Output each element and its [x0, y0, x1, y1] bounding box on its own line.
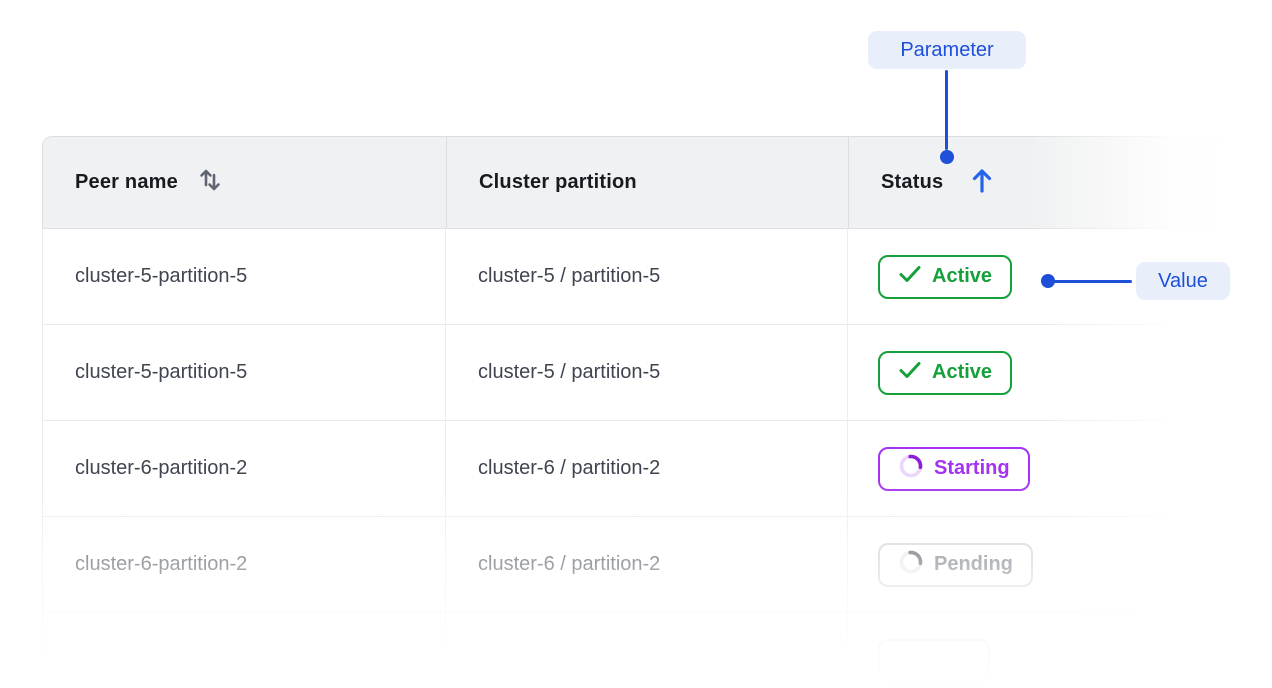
- status-badge-label: Starting: [934, 457, 1010, 479]
- cell-status: Pending: [848, 517, 1272, 612]
- table-header-row: Peer name Cluster partition Status: [42, 136, 1272, 229]
- parameter-connector-line: [945, 70, 948, 150]
- cell-peer-name: cluster-6-partition-2: [43, 517, 446, 612]
- spinner-icon: [898, 453, 924, 485]
- table-row: cluster-6-partition-2 cluster-6 / partit…: [43, 517, 1272, 613]
- cell-cluster-partition: cluster-5 / partition-5: [446, 325, 848, 420]
- status-badge: Active: [878, 350, 1013, 395]
- column-header-status[interactable]: Status: [849, 137, 1272, 228]
- table-row: cluster-5-partition-5 cluster-5 / partit…: [43, 229, 1272, 325]
- column-header-label: Cluster partition: [479, 171, 637, 193]
- parameter-connector-dot: [940, 150, 954, 164]
- table-row: [43, 613, 1272, 688]
- status-badge: [878, 638, 990, 683]
- column-header-cluster-partition[interactable]: Cluster partition: [447, 137, 849, 228]
- status-badge: Pending: [878, 542, 1033, 587]
- spinner-icon: [898, 549, 924, 581]
- table-body: cluster-5-partition-5 cluster-5 / partit…: [42, 229, 1272, 688]
- cell-cluster-partition: cluster-6 / partition-2: [446, 421, 848, 516]
- cell-peer-name: cluster-5-partition-5: [43, 229, 446, 324]
- cell-status: Active: [848, 325, 1272, 420]
- check-icon: [898, 264, 922, 290]
- cell-cluster-partition: cluster-6 / partition-2: [446, 517, 848, 612]
- arrow-up-icon: [969, 164, 995, 202]
- table-row: cluster-5-partition-5 cluster-5 / partit…: [43, 325, 1272, 421]
- parameter-callout-label: Parameter: [900, 38, 994, 61]
- value-connector-line: [1050, 280, 1132, 283]
- status-badge: Starting: [878, 446, 1030, 491]
- cell-peer-name: cluster-5-partition-5: [43, 325, 446, 420]
- cell-cluster-partition: cluster-5 / partition-5: [446, 229, 848, 324]
- value-callout-label: Value: [1158, 269, 1208, 292]
- cell-status: [848, 613, 1272, 688]
- status-badge-label: Pending: [934, 553, 1013, 575]
- parameter-callout-pill: Parameter: [868, 31, 1026, 69]
- cell-peer-name: [43, 613, 446, 688]
- peer-table: Peer name Cluster partition Status: [42, 136, 1272, 688]
- status-badge-label: Active: [932, 361, 993, 383]
- table-row: cluster-6-partition-2 cluster-6 / partit…: [43, 421, 1272, 517]
- cell-peer-name: cluster-6-partition-2: [43, 421, 446, 516]
- status-badge: Active: [878, 254, 1013, 299]
- status-badge-label: Active: [932, 265, 993, 287]
- cell-status: Starting: [848, 421, 1272, 516]
- column-header-label: Peer name: [75, 171, 178, 193]
- value-callout-pill: Value: [1136, 262, 1230, 300]
- column-header-peer-name[interactable]: Peer name: [43, 137, 447, 228]
- cell-status: Active: [848, 229, 1272, 324]
- column-header-label: Status: [881, 171, 944, 193]
- cell-cluster-partition: [446, 613, 848, 688]
- sort-arrows-icon: [198, 165, 222, 201]
- check-icon: [898, 360, 922, 386]
